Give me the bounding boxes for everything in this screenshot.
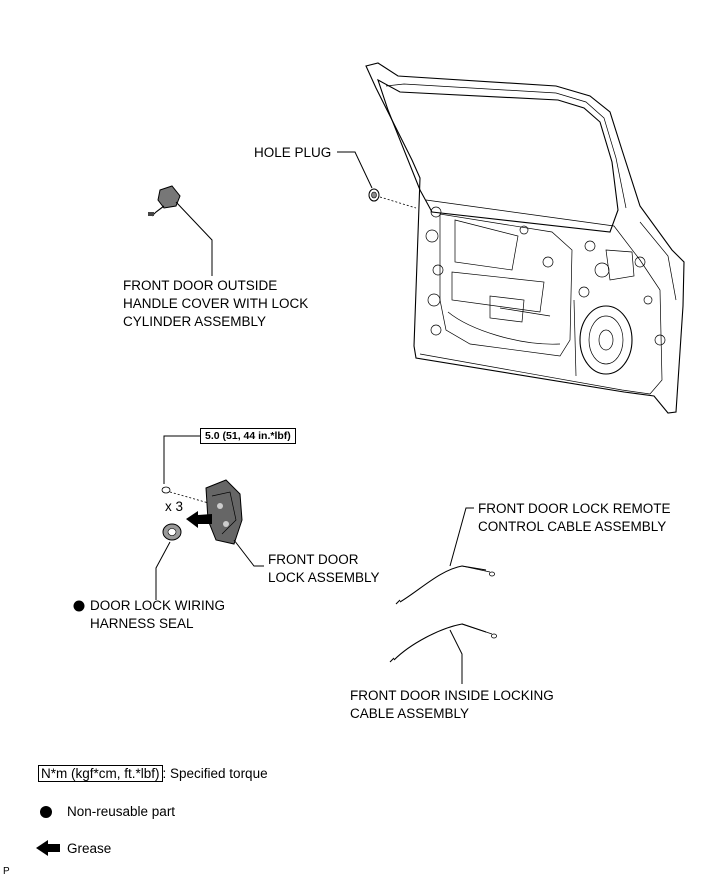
door-lock-assembly-part [205,479,264,567]
inside-cable-label-line1: FRONT DOOR INSIDE LOCKING [350,688,554,703]
grease-arrow [186,511,212,528]
remote-cable-label: FRONT DOOR LOCK REMOTE CONTROL CABLE ASS… [478,500,671,536]
wiring-harness-seal-part [155,523,182,600]
legend-dot-icon [40,806,52,818]
door-lock-label-line1: FRONT DOOR [268,552,359,567]
remote-cable-label-line2: CONTROL CABLE ASSEMBLY [478,519,667,534]
remote-cable-label-line1: FRONT DOOR LOCK REMOTE [478,501,671,516]
remote-control-cable-part [395,507,495,605]
hole-plug-part [337,151,417,209]
quantity-label: x 3 [165,499,184,514]
outside-handle-label-line1: FRONT DOOR OUTSIDE [123,278,278,293]
door-lock-label: FRONT DOOR LOCK ASSEMBLY [268,551,380,587]
inside-cable-label: FRONT DOOR INSIDE LOCKING CABLE ASSEMBLY [350,687,554,723]
harness-seal-label: DOOR LOCK WIRING HARNESS SEAL [90,597,225,633]
hole-plug-label: HOLE PLUG [254,145,332,160]
front-door-panel [365,62,685,414]
harness-seal-label-line1: DOOR LOCK WIRING [90,598,226,613]
outside-handle-cover-part [148,185,213,276]
legend-torque-text: : Specified torque [162,766,268,781]
legend-torque: N*m (kgf*cm, ft.*lbf): Specified torque [38,765,268,783]
legend-torque-box: N*m (kgf*cm, ft.*lbf) [38,765,163,782]
outside-handle-label: FRONT DOOR OUTSIDE HANDLE COVER WITH LOC… [123,277,308,331]
legend-grease-arrow-icon [36,840,60,856]
nonreusable-dot-icon [73,600,85,612]
legend-grease: Grease [67,841,112,856]
torque-spec-box: 5.0 (51, 44 in.*lbf) [200,428,296,444]
torque-leader [161,435,213,505]
corner-mark: P [3,866,10,877]
outside-handle-label-line2: HANDLE COVER WITH LOCK [123,296,309,311]
outside-handle-label-line3: CYLINDER ASSEMBLY [123,314,267,329]
inside-cable-label-line2: CABLE ASSEMBLY [350,706,470,721]
inside-locking-cable-part [389,623,497,684]
harness-seal-label-line2: HARNESS SEAL [90,616,194,631]
legend-nonreusable: Non-reusable part [67,804,176,819]
door-lock-label-line2: LOCK ASSEMBLY [268,570,380,585]
